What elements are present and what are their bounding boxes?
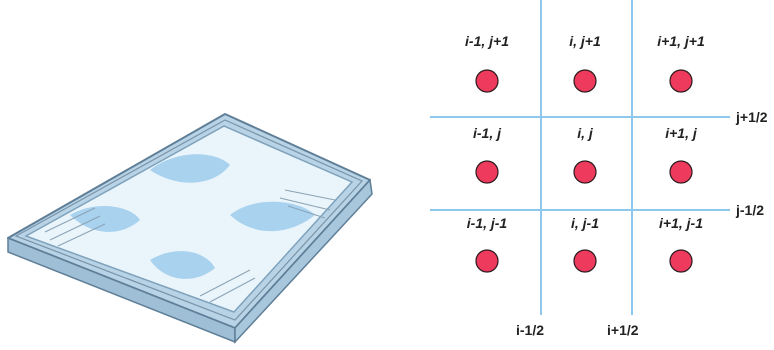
cell-point: [669, 249, 693, 273]
cell-point: [669, 69, 693, 93]
vertical-line-label: i+1/2: [607, 322, 639, 338]
cell-label: i+1, j-1: [659, 215, 703, 231]
cell-label: i+1, j: [665, 125, 697, 141]
petri-dish-icon: [7, 113, 373, 344]
cell-point: [475, 160, 499, 184]
cell-point: [475, 249, 499, 273]
horizontal-line-label: j+1/2: [736, 109, 768, 125]
cell-label: i, j+1: [569, 33, 601, 49]
cell-point: [573, 160, 597, 184]
horizontal-line-label: j-1/2: [736, 202, 765, 218]
cell-label: i, j-1: [570, 215, 600, 231]
cell-point: [475, 69, 499, 93]
cell-label: i+1, j+1: [657, 33, 705, 49]
cell-label: i-1, j: [472, 125, 502, 141]
cell-point: [573, 69, 597, 93]
cell-label: i, j: [577, 125, 593, 141]
cell-point: [669, 160, 693, 184]
cell-point: [573, 249, 597, 273]
vertical-line-label: i-1/2: [516, 322, 545, 338]
cell-label: i-1, j-1: [466, 215, 508, 231]
cell-label: i-1, j+1: [465, 33, 509, 49]
